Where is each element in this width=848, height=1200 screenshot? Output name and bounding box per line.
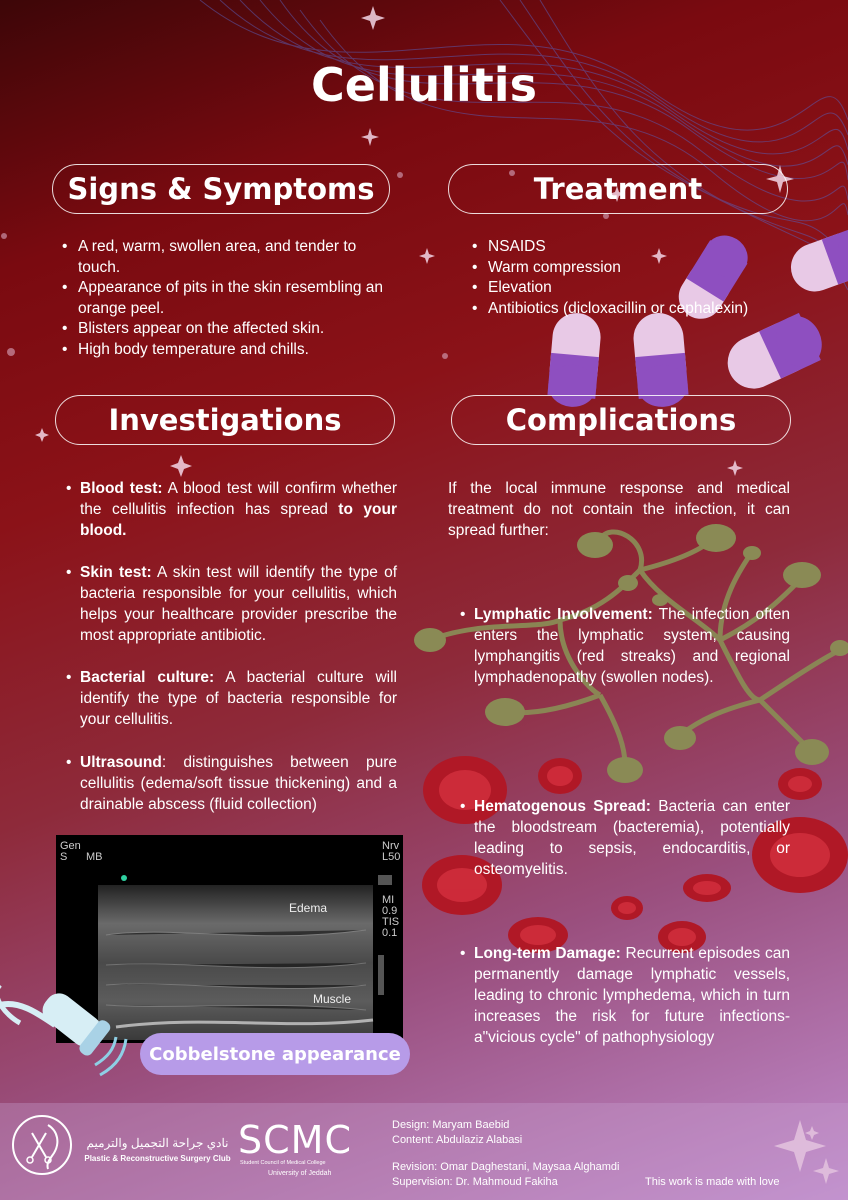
us-label-tis-value: 0.1 <box>382 927 398 939</box>
us-label-gen: Gen <box>60 840 81 852</box>
made-with-love: This work is made with love <box>645 1176 780 1188</box>
treatment-list: NSAIDS Warm compression Elevation Antibi… <box>468 237 808 319</box>
investigation-text: A bacterial culture will identify the ty… <box>80 669 397 728</box>
scmc-subtitle: Student Council of Medical College <box>240 1160 326 1166</box>
complication-long-term: •Long-term Damage: Recurrent episodes ca… <box>460 945 790 1046</box>
investigation-label: Bacterial culture: <box>80 669 215 686</box>
scmc-university: University of Jeddah <box>268 1170 332 1177</box>
credit-supervision: Supervision: Dr. Mahmoud Fakiha <box>392 1176 558 1188</box>
section-header-complications: Complications <box>451 395 791 445</box>
red-blood-cells-illustration <box>422 756 848 953</box>
complication-label: Long-term Damage: <box>474 945 621 962</box>
scmc-logo: SCMC <box>238 1118 352 1162</box>
lymph-nodes <box>414 524 848 783</box>
us-label-mi: MI <box>382 894 395 906</box>
credit-revision: Revision: Omar Daghestani, Maysaa Algham… <box>392 1161 620 1173</box>
treatment-item: Warm compression <box>468 258 808 279</box>
us-label-mi-value: 0.9 <box>382 905 398 917</box>
section-header-signs: Signs & Symptoms <box>52 164 390 214</box>
credit-content: Content: Abdulaziz Alabasi <box>392 1134 523 1146</box>
signs-item: High body temperature and chills. <box>58 340 393 361</box>
complications-intro: If the local immune response and medical… <box>448 480 790 539</box>
ultrasound-image: Gen S MB Nrv L50 MI 0.9 TIS 0.1 Edema Mu… <box>56 835 403 1043</box>
club-name-english: Plastic & Reconstructive Surgery Club <box>84 1154 231 1163</box>
us-label-tis: TIS <box>382 916 400 928</box>
treatment-item: Antibiotics (dicloxacillin or cephalexin… <box>468 299 808 320</box>
treatment-item: NSAIDS <box>468 237 808 258</box>
complication-text: Bacteria can enter the bloodstream (bact… <box>474 798 790 878</box>
investigation-blood-test: •Blood test: A blood test will confirm w… <box>66 480 398 539</box>
complication-lymphatic: •Lymphatic Involvement: The infection of… <box>460 606 790 686</box>
footer <box>0 1103 848 1200</box>
investigation-label: Skin test: <box>80 564 152 581</box>
investigation-bacterial-culture: •Bacterial culture: A bacterial culture … <box>66 669 397 728</box>
us-label-l50: L50 <box>382 851 401 863</box>
signs-item: A red, warm, swollen area, and tender to… <box>58 237 393 278</box>
complication-hematogenous: •Hematogenous Spread: Bacteria can enter… <box>460 798 790 878</box>
us-label-nrv: Nrv <box>382 840 400 852</box>
complication-text: The infection often enters the lymphatic… <box>474 606 790 686</box>
treatment-item: Elevation <box>468 278 808 299</box>
section-header-treatment: Treatment <box>448 164 788 214</box>
us-label-muscle: Muscle <box>313 992 352 1006</box>
credit-design: Design: Maryam Baebid <box>392 1119 510 1131</box>
investigation-skin-test: •Skin test: A skin test will identify th… <box>66 564 397 644</box>
complication-label: Hematogenous Spread: <box>474 798 651 815</box>
ultrasound-probe-icon <box>0 985 128 1077</box>
club-name-arabic: نادي جراحة التجميل والترميم <box>86 1136 229 1150</box>
us-label-mode: MB <box>86 851 103 863</box>
complication-label: Lymphatic Involvement: <box>474 606 653 623</box>
investigation-ultrasound: •Ultrasound: distinguishes between pure … <box>66 754 397 813</box>
investigation-label: Blood test: <box>80 480 163 497</box>
investigation-text: : distinguishes between pure cellulitis … <box>80 754 397 813</box>
club-logo-icon <box>12 1115 72 1175</box>
complication-text: Recurrent episodes can permanently damag… <box>474 945 790 1046</box>
investigation-text: A skin test will identify the type of ba… <box>80 564 397 644</box>
section-header-investigations: Investigations <box>55 395 395 445</box>
signs-item: Appearance of pits in the skin resemblin… <box>58 278 393 319</box>
signs-list: A red, warm, swollen area, and tender to… <box>58 237 393 360</box>
us-label-s: S <box>60 851 68 863</box>
page-title: Cellulitis <box>311 58 537 112</box>
investigation-text: A blood test will confirm whether the ce… <box>80 480 398 518</box>
signs-item: Blisters appear on the affected skin. <box>58 319 393 340</box>
ultrasound-caption: Cobbelstone appearance <box>140 1033 410 1075</box>
investigation-label: Ultrasound <box>80 754 162 771</box>
us-label-edema: Edema <box>289 901 328 915</box>
investigation-tail: to your blood. <box>80 501 397 539</box>
